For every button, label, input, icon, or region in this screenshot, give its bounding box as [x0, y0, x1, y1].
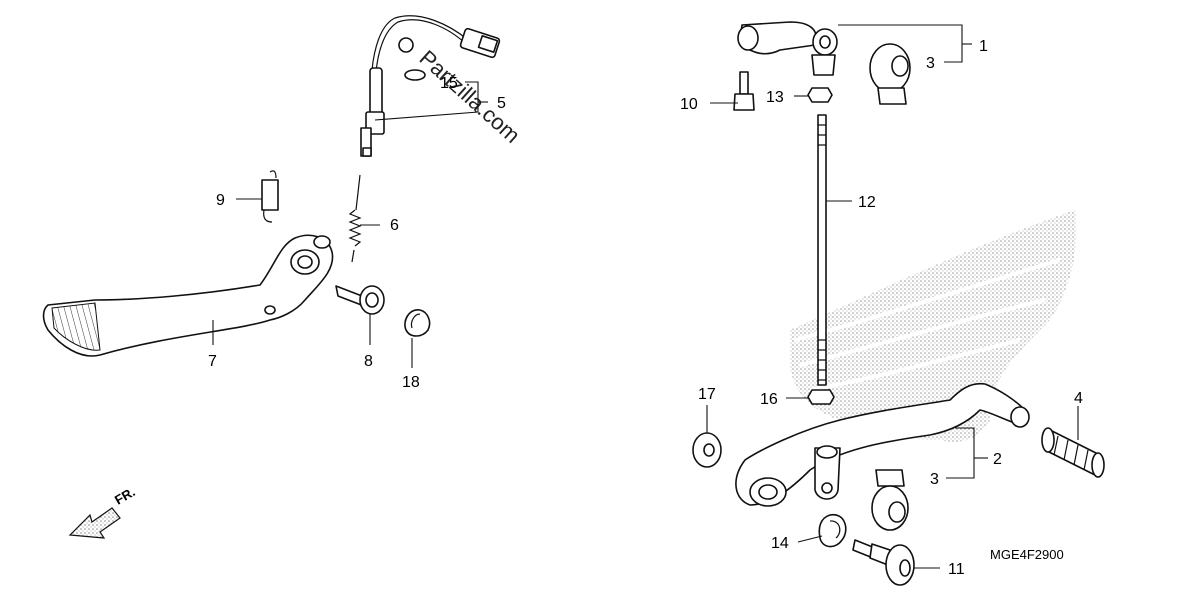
- o-ring-part-15: [404, 69, 426, 81]
- callout-2: 2: [993, 451, 1002, 468]
- nut-part-13: [807, 87, 833, 103]
- dust-seal-part-14: [818, 514, 847, 548]
- leader-lines: [212, 24, 1079, 569]
- callout-7: 7: [208, 353, 217, 370]
- callout-3-lower: 3: [930, 471, 939, 488]
- spring-part-6: [348, 174, 362, 263]
- rod-end-upper-part-3: [869, 43, 911, 105]
- callout-5: 5: [497, 95, 506, 112]
- callout-9: 9: [216, 192, 225, 209]
- callout-17: 17: [698, 386, 716, 403]
- callout-14: 14: [771, 535, 789, 552]
- rod-end-lower-part-3: [871, 469, 909, 531]
- callout-16: 16: [760, 391, 778, 408]
- bolt-part-10: [733, 71, 755, 111]
- pivot-bolt-part-8: [335, 285, 385, 315]
- washer-part-17: [692, 432, 722, 468]
- front-direction-arrow: FR.: [68, 484, 138, 539]
- callout-11: 11: [948, 561, 965, 578]
- callout-13: 13: [766, 89, 784, 106]
- callout-4: 4: [1074, 390, 1083, 407]
- circlip-part-18: [404, 309, 431, 337]
- callout-8: 8: [364, 353, 373, 370]
- shift-peg-rubber-part-4: [1041, 427, 1105, 478]
- watermark-text: Partzilla.com: [415, 45, 525, 148]
- callout-3-upper: 3: [926, 55, 935, 72]
- brake-pedal-part-7: [42, 234, 334, 357]
- return-spring-part-9: [261, 170, 279, 223]
- callout-15: 15: [440, 75, 458, 92]
- gearshift-pedal-part-2: [735, 382, 1030, 507]
- callout-6: 6: [390, 217, 399, 234]
- pivot-bolt-part-11: [852, 539, 915, 586]
- diagram-code: MGE4F2900: [990, 547, 1064, 562]
- nut-part-16: [807, 389, 835, 405]
- tie-rod-part-12: [817, 114, 827, 386]
- callout-12: 12: [858, 194, 876, 211]
- callout-labels: 1 2 3 3 4 5 6 7 8 9 10 11 12 13 14 15 16…: [208, 38, 1083, 578]
- direction-label: FR.: [112, 484, 138, 507]
- stop-switch-part-5: [360, 15, 501, 157]
- callout-10: 10: [680, 96, 698, 113]
- callout-1: 1: [979, 38, 988, 55]
- shift-arm-part-1: [737, 21, 838, 76]
- callout-18: 18: [402, 374, 420, 391]
